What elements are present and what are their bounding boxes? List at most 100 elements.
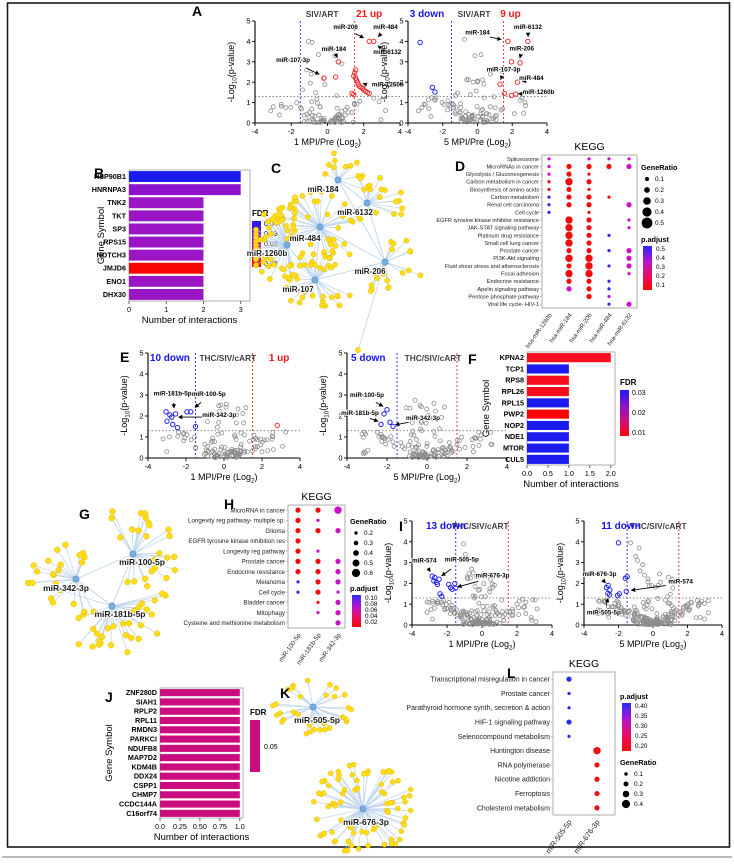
data-point-gray — [441, 598, 447, 603]
data-point-gray — [468, 616, 474, 621]
kegg-dot — [586, 286, 592, 292]
data-point-down — [439, 593, 445, 599]
data-point-gray — [431, 429, 437, 434]
gene-label: PARKCI — [130, 734, 157, 743]
target-gene-node — [381, 841, 388, 848]
data-point-gray — [636, 613, 642, 619]
data-point-down — [163, 409, 169, 415]
target-gene-node — [361, 771, 367, 777]
gene-label: RMDN3 — [131, 725, 157, 734]
annotation-arrow — [601, 578, 606, 584]
target-gene-node — [263, 252, 269, 258]
target-gene-node — [137, 622, 144, 629]
data-point-gray — [414, 450, 420, 455]
data-point-down — [431, 578, 437, 584]
mirna-annotation: miR-184 — [465, 29, 490, 36]
y-tick-label: 4 — [403, 537, 407, 546]
kegg-dot — [567, 706, 571, 710]
generatio-legend-dot — [624, 772, 628, 776]
data-point-gray — [454, 607, 459, 613]
target-gene-node — [288, 297, 294, 304]
down-count: 13 down — [426, 521, 466, 532]
kegg-title: KEGG — [574, 141, 604, 153]
target-gene-node — [407, 248, 413, 254]
target-gene-node — [108, 515, 115, 522]
generatio-legend-dot — [645, 177, 649, 181]
data-point-gray — [412, 397, 418, 403]
kegg-dot — [295, 538, 301, 544]
data-point-gray — [388, 434, 394, 439]
data-point-gray — [484, 111, 490, 117]
data-point-gray — [666, 574, 671, 580]
kegg-dot — [594, 790, 600, 797]
target-gene-node — [291, 215, 297, 222]
data-point-gray — [203, 447, 209, 453]
y-tick-label: 5 — [575, 517, 579, 526]
target-gene-node — [336, 302, 343, 309]
data-point-gray — [655, 596, 661, 601]
plot-frame — [159, 687, 244, 819]
bar-ddx24 — [160, 772, 240, 780]
target-gene-node — [162, 592, 169, 599]
data-point-up — [517, 60, 523, 66]
data-point-gray — [340, 118, 346, 124]
bar-cspp1 — [160, 781, 240, 790]
target-gene-node — [81, 608, 88, 616]
target-gene-node — [348, 842, 355, 849]
data-point-gray — [269, 434, 275, 440]
data-point-gray — [241, 432, 247, 438]
target-gene-node — [399, 270, 406, 276]
data-point-gray — [192, 434, 197, 440]
data-point-gray — [422, 450, 428, 456]
y-axis-title: Gene Symbol — [481, 380, 492, 438]
target-gene-node — [117, 534, 124, 541]
target-gene-node — [253, 234, 259, 241]
generatio-legend-label: 0.4 — [655, 209, 664, 216]
gene-label: RPS8 — [505, 376, 524, 385]
data-point-gray — [232, 434, 238, 440]
x-tick-label: 2 — [260, 462, 264, 471]
data-point-gray — [419, 428, 425, 434]
target-gene-node — [396, 836, 403, 843]
x-tick-label: 0.0 — [522, 469, 532, 478]
generatio-legend-dot — [352, 559, 360, 567]
kegg-dot — [607, 249, 611, 253]
pathway-label: Endocrine resistance — [227, 569, 285, 576]
target-gene-node — [57, 586, 64, 594]
kegg-dot — [547, 195, 551, 199]
data-point-gray — [433, 449, 438, 455]
data-point-gray — [476, 600, 482, 606]
target-gene-node — [33, 568, 41, 575]
target-gene-node — [374, 275, 380, 282]
x-tick-label: 2 — [510, 127, 514, 136]
mirna-annotation: miR-206 — [510, 46, 535, 53]
axis-label: 5 MPI/Pre (Log2) — [619, 639, 686, 652]
data-point-gray — [498, 107, 504, 113]
data-point-gray — [188, 437, 194, 443]
padjust-legend-label: 0.2 — [656, 273, 665, 280]
data-point-gray — [490, 585, 496, 590]
target-gene-node — [283, 223, 290, 229]
data-point-gray — [696, 602, 702, 608]
data-point-gray — [453, 93, 458, 98]
x-axis-title: Number of interactions — [523, 479, 619, 490]
kegg-dot — [315, 528, 321, 534]
kegg-title: KEGG — [569, 658, 599, 670]
gene-label: DHX30 — [103, 290, 126, 299]
data-point-gray — [333, 114, 339, 120]
generatio-legend-title: GeneRatio — [620, 758, 657, 767]
data-point-gray — [490, 603, 496, 609]
kegg-dot — [566, 171, 572, 177]
target-gene-node — [148, 611, 155, 618]
target-gene-node — [320, 266, 327, 273]
x-tick-label: 4 — [720, 629, 724, 638]
target-gene-node — [405, 267, 412, 274]
kegg-dot — [566, 202, 572, 208]
kegg-dot — [585, 254, 593, 262]
data-point-gray — [423, 420, 429, 426]
mirna-annotation: miR-676-3p — [476, 573, 510, 580]
legend-label: 0.02 — [264, 261, 278, 268]
kegg-dot — [547, 187, 551, 192]
target-gene-node — [144, 582, 151, 590]
target-gene-node — [327, 682, 333, 688]
